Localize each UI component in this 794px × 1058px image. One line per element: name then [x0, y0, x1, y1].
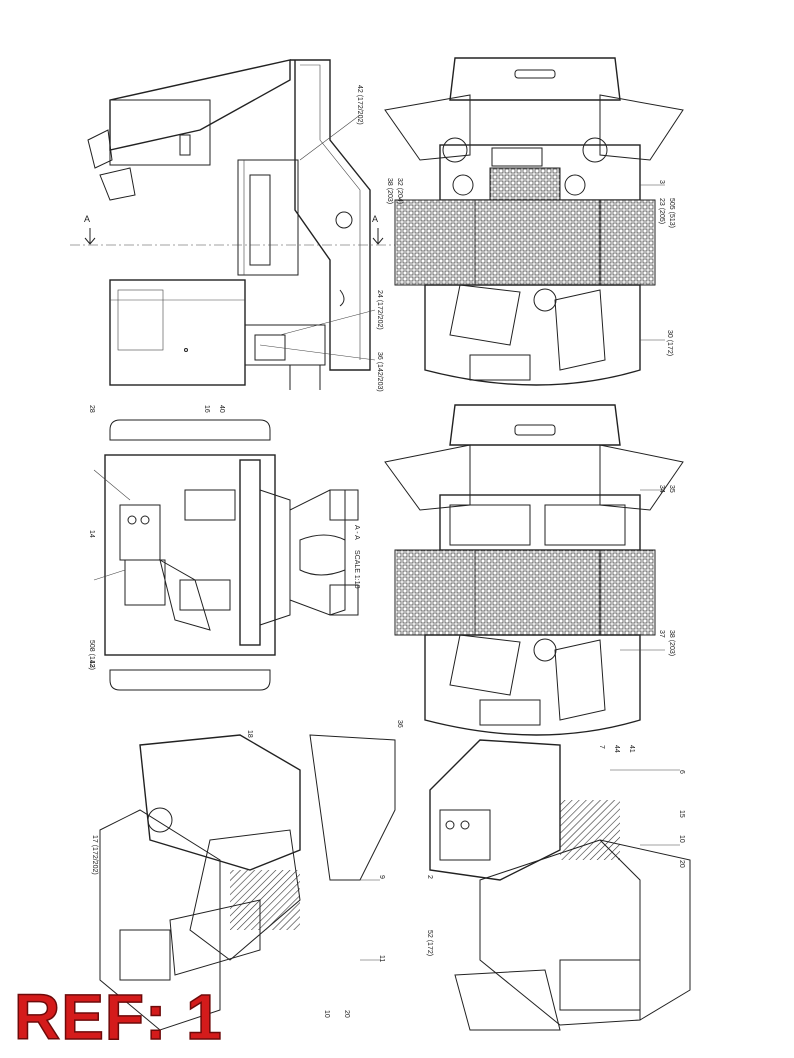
callout-2: 2	[426, 875, 433, 879]
callout-40: 40	[218, 405, 225, 413]
callout-36b: 36	[396, 720, 403, 728]
section-scale: SCALE 1:10	[353, 550, 360, 589]
isometric-view-right: 7 44 41 2 6 15 10 20 52 (172)	[426, 739, 691, 1031]
callout-10: 10	[323, 1010, 330, 1018]
section-view-a-a: A - A SCALE 1:10 28 13 16 40 14 508 (142…	[88, 405, 360, 691]
callout-15: 15	[678, 810, 685, 818]
callout-10b: 10	[678, 835, 685, 843]
cut-marker-right: A	[372, 214, 378, 224]
callout-23: 23 (205)	[658, 198, 665, 224]
callout-24: 24 (172/202)	[376, 290, 383, 330]
callout-44: 44	[613, 745, 620, 753]
callout-37: 37	[658, 630, 665, 638]
callout-52: 52 (172)	[426, 930, 433, 956]
cut-marker-left: A	[84, 214, 90, 224]
callout-41: 41	[628, 745, 635, 753]
section-label: A - A	[353, 525, 360, 540]
callout-9: 9	[378, 875, 385, 879]
isometric-view-left: 18 17 (172/202) 9 11 10 20	[91, 730, 396, 1031]
callout-17: 17 (172/202)	[91, 835, 98, 875]
callout-7: 7	[598, 745, 605, 749]
callout-42: 42 (172/202)	[356, 85, 363, 125]
plan-view-lower: 34 35 37 38 (203) 36	[384, 404, 684, 736]
plan-view-upper: 3 23 (205) 505 (513) 30 (172) 38 (203) 3…	[384, 57, 684, 386]
callout-31: 13	[88, 660, 95, 668]
callout-18: 18	[246, 730, 253, 738]
callout-3: 3	[658, 180, 665, 184]
callout-36: 36 (142/203)	[376, 352, 383, 392]
side-elevation-view: A A 42 (172/202) 24 (172/202) 36 (142/20…	[70, 59, 400, 392]
callout-14: 14	[88, 530, 95, 538]
callout-16: 16	[203, 405, 210, 413]
callout-11: 11	[378, 955, 385, 962]
callout-20b: 20	[678, 860, 685, 868]
callout-4: 508 (142)	[88, 640, 95, 670]
callout-32: 32 (204)	[396, 178, 403, 204]
callout-30: 30 (172)	[666, 330, 673, 356]
callout-28: 28	[88, 405, 95, 413]
reference-label: REF: 1	[13, 981, 223, 1053]
callout-20: 20	[343, 1010, 350, 1018]
callout-34: 34	[658, 485, 665, 493]
callout-505: 505 (513)	[668, 198, 675, 228]
callout-38b: 38 (203)	[668, 630, 675, 656]
callout-38: 38 (203)	[386, 178, 393, 204]
callout-6: 6	[678, 770, 685, 774]
callout-35: 35	[668, 485, 675, 493]
